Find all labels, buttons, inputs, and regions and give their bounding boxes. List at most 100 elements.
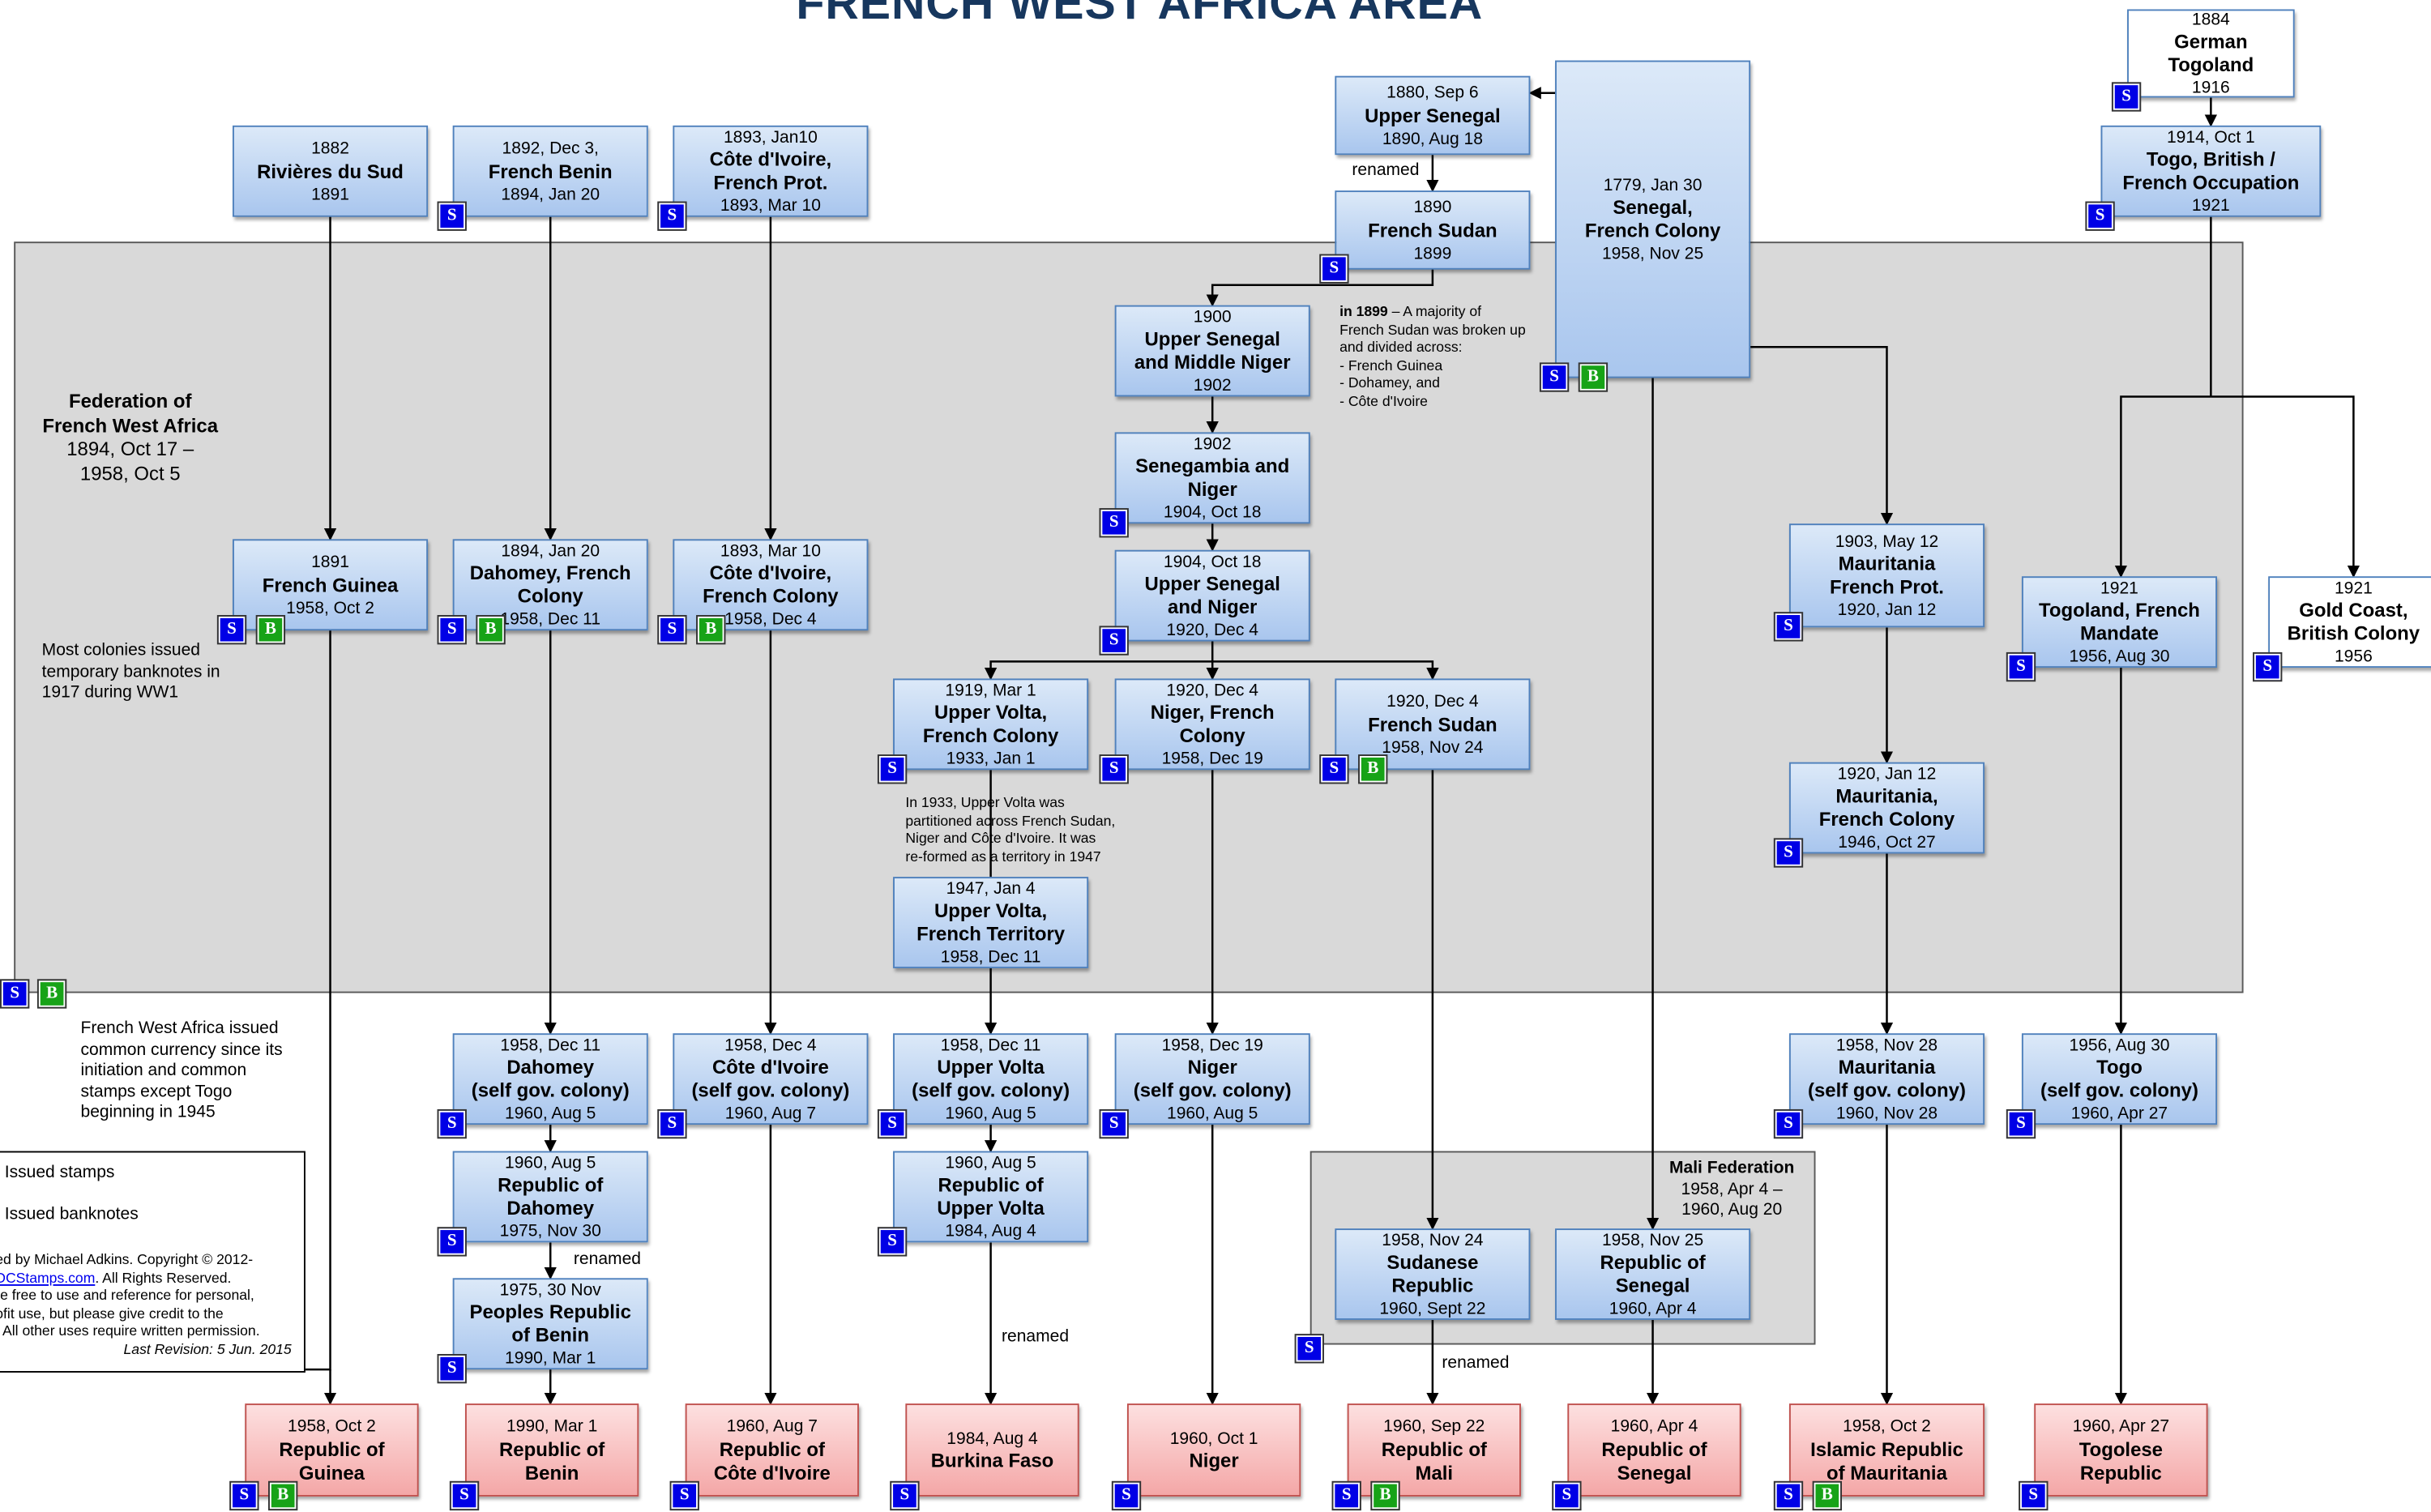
node-name-line: French Colony <box>703 585 839 608</box>
legend-credit: ed by Michael Adkins. Copyright © 2012-D… <box>0 1252 299 1342</box>
node-name-line: Côte d'Ivoire, <box>709 148 832 171</box>
renamed-label-sudanese: renamed <box>1442 1354 1510 1373</box>
node-date: 1960, Apr 4 <box>1609 1300 1697 1319</box>
node-name-line: Dahomey <box>506 1197 595 1219</box>
banknotes-badge: B <box>476 615 506 645</box>
node-name-line: French Occupation <box>2122 172 2300 194</box>
node-name-line: and Niger <box>1168 596 1258 618</box>
mali-federation-name: Mali Federation <box>1668 1159 1795 1178</box>
node-name-line: Gold Coast, <box>2299 599 2408 621</box>
node-date: 1958, Dec 4 <box>724 1036 817 1055</box>
banknotes-badge: B <box>1578 362 1609 392</box>
node-date: 1902 <box>1193 434 1232 454</box>
node-name-line: Senegal <box>1617 1462 1692 1484</box>
node-name-line: of Benin <box>511 1324 590 1347</box>
node-name-line: Republic of <box>719 1438 825 1461</box>
stamps-badge: S <box>449 1480 480 1511</box>
node-name-line: Republic of <box>499 1438 605 1461</box>
federation-dates-end: 1958, Oct 5 <box>79 462 181 485</box>
node-date: 1894, Jan 20 <box>501 541 600 561</box>
node-date: 1958, Nov 28 <box>1835 1036 1938 1055</box>
stamps-badge: S <box>1099 754 1129 784</box>
stamps-badge: S <box>1319 254 1349 284</box>
renamed-label-upper-senegal: renamed <box>1352 160 1420 180</box>
node-date: 1958, Oct 2 <box>288 1418 376 1437</box>
node-name-line: Upper Volta, <box>934 702 1048 724</box>
stamps-badge: S <box>437 1354 467 1384</box>
stamps-badge: S <box>1319 754 1349 784</box>
node-date: 1921 <box>2100 579 2138 598</box>
note-line: - French Guinea <box>1339 357 1443 374</box>
note-sudan-1899-line: – A majority of <box>1387 303 1482 319</box>
note-line: French Sudan was broken up <box>1339 321 1526 338</box>
node-date: 1958, Dec 19 <box>1161 750 1263 769</box>
node-name-line: French Colony <box>922 724 1059 747</box>
node-date: 1958, Oct 2 <box>1843 1418 1931 1437</box>
note-line: temporary banknotes in <box>41 662 220 681</box>
legend: Issued stamps Issued banknotes ed by Mic… <box>0 1151 305 1373</box>
node-date: 1990, Mar 1 <box>506 1418 598 1437</box>
node-date: 1903, May 12 <box>1835 532 1939 552</box>
stamps-badge: S <box>1773 1480 1804 1511</box>
stamps-badge: S <box>1773 838 1804 868</box>
node-date: 1891 <box>311 553 349 572</box>
node-date: 1890, Aug 18 <box>1382 129 1483 148</box>
node-date: 1960, Aug 5 <box>505 1153 596 1172</box>
node-name-line: Colony <box>1179 724 1245 747</box>
node-name-line: Mali <box>1415 1462 1454 1484</box>
node-date: 1916 <box>2191 79 2230 98</box>
note-line: beginning in 1945 <box>80 1103 216 1122</box>
stamps-badge: S <box>2019 1480 2049 1511</box>
stamps-badge: S <box>877 1227 908 1257</box>
connector <box>304 630 331 1371</box>
diagram-title: FRENCH WEST AFRICA AREA <box>796 0 1484 30</box>
node-date: 1958, Dec 11 <box>500 1036 601 1055</box>
stamps-badge: S <box>1773 1108 1804 1139</box>
stamps-badge: S <box>1552 1480 1582 1511</box>
note-line: initiation and common <box>80 1061 247 1080</box>
stamps-badge: S <box>1111 1480 1142 1511</box>
stamps-badge: S <box>1099 626 1129 656</box>
node-name-line: Upper Senegal <box>1144 573 1280 596</box>
node-date: 1900 <box>1193 307 1232 327</box>
banknotes-badge: B <box>1358 754 1388 784</box>
stamps-badge: S <box>657 615 687 645</box>
node-date: 1904, Oct 18 <box>1163 503 1262 523</box>
node-date: 1920, Jan 12 <box>1837 764 1937 784</box>
node-name-line: Republic of <box>1601 1438 1707 1461</box>
node-name-line: (self gov. colony) <box>2040 1079 2198 1102</box>
node-date: 1884 <box>2191 10 2230 29</box>
banknotes-badge: B <box>268 1480 298 1511</box>
node-name-line: Togo <box>2096 1056 2143 1078</box>
legend-revision: Last Revision: 5 Jun. 2015 <box>123 1341 292 1357</box>
mali-federation-dates-end: 1960, Aug 20 <box>1681 1200 1783 1219</box>
node-name-line: French Territory <box>916 923 1066 946</box>
node-name-line: French Sudan <box>1368 219 1497 241</box>
node-name-line: (self gov. colony) <box>471 1079 630 1102</box>
node-name-line: Togo, British / <box>2146 148 2275 171</box>
node-name-line: Côte d'Ivoire, <box>709 562 832 584</box>
node-name-line: Mauritania <box>1838 1056 1936 1078</box>
stamps-badge: S <box>1539 362 1570 392</box>
node-name-line: Republic of <box>1381 1438 1487 1461</box>
node-name-line: Upper Volta <box>937 1197 1045 1219</box>
legend-stamps: Issued stamps <box>4 1163 115 1182</box>
stamps-badge: S <box>657 201 687 231</box>
node-name-line: Upper Senegal <box>1365 105 1501 126</box>
node-name-line: French Benin <box>488 160 613 182</box>
node-date: 1958, Nov 25 <box>1601 245 1704 264</box>
credit-site-link[interactable]: DCStamps.com <box>0 1269 96 1286</box>
